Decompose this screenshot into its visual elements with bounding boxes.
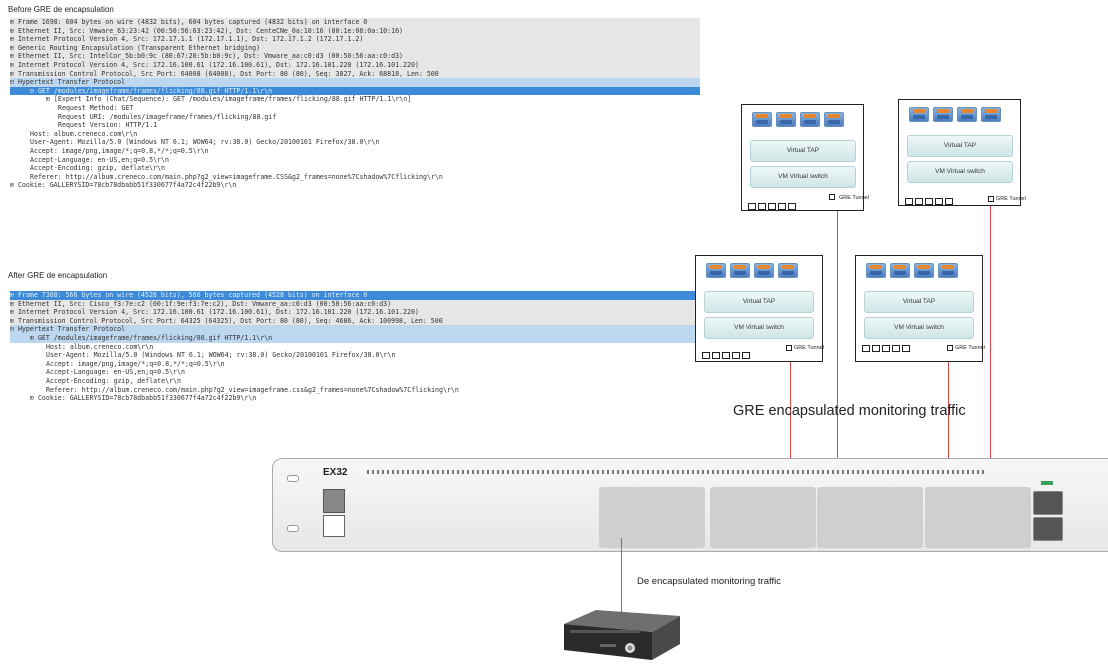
- packet-row[interactable]: Request URI: /modules/imageframe/frames/…: [58, 112, 277, 121]
- packet-row[interactable]: Request Version: HTTP/1.1: [58, 121, 158, 130]
- virtual-tap: Virtual TAP: [864, 291, 974, 313]
- before-title: Before GRE de encapsulation: [8, 5, 114, 14]
- packet-row[interactable]: Accept-Language: en-US,en;q=0.5\r\n: [46, 368, 185, 377]
- virtual-tap: Virtual TAP: [750, 140, 856, 162]
- vm-icon: [866, 263, 886, 278]
- vm-icon: [909, 107, 929, 122]
- packet-row[interactable]: ⊟ GET /modules/imageframe/frames/flickin…: [10, 86, 700, 96]
- vm-icon: [800, 112, 820, 127]
- gre-port: [786, 345, 792, 351]
- packet-row[interactable]: Host: album.creneco.com\r\n: [46, 342, 154, 351]
- packet-row[interactable]: ⊞ Transmission Control Protocol, Src Por…: [10, 69, 700, 79]
- gre-tunnel-label: GRE Tunnel: [839, 195, 869, 201]
- packet-row[interactable]: ⊟ Hypertext Transfer Protocol: [10, 325, 700, 334]
- host-2: Virtual TAP VM Virtual switch GRE Tunnel: [898, 99, 1026, 206]
- packet-row[interactable]: ⊞ Ethernet II, Src: Cisco_f3:7e:c2 (00:1…: [10, 299, 700, 309]
- packet-row[interactable]: ⊞ Frame 1698: 604 bytes on wire (4832 bi…: [10, 18, 700, 27]
- nic-ports: [748, 203, 796, 210]
- packet-row[interactable]: ⊞ Frame 7308: 566 bytes on wire (4528 bi…: [10, 291, 700, 300]
- vm-icon: [914, 263, 934, 278]
- packet-row[interactable]: ⊞ Generic Routing Encapsulation (Transpa…: [10, 43, 700, 53]
- packet-row[interactable]: ⊞ Ethernet II, Src: IntelCor_5b:b0:9c (8…: [10, 52, 700, 61]
- vm-virtual-switch: VM Virtual switch: [750, 166, 856, 188]
- vm-icon: [890, 263, 910, 278]
- port-group: [817, 487, 923, 548]
- gre-traffic-label: GRE encapsulated monitoring traffic: [733, 403, 966, 419]
- gre-port: [947, 345, 953, 351]
- packet-row[interactable]: User-Agent: Mozilla/5.0 (Windows NT 6.1;…: [46, 351, 396, 360]
- packet-row[interactable]: Host: album.creneco.com\r\n: [30, 129, 138, 138]
- gre-port: [829, 194, 835, 200]
- vm-icon: [957, 107, 977, 122]
- decap-traffic-label: De encapsulated monitoring traffic: [637, 576, 781, 587]
- console-port: [323, 489, 345, 513]
- before-packet-tree: ⊞ Frame 1698: 604 bytes on wire (4832 bi…: [10, 18, 700, 190]
- vm-virtual-switch: VM Virtual switch: [864, 317, 974, 339]
- vm-icon: [706, 263, 726, 278]
- packet-row[interactable]: ⊞ Transmission Control Protocol, Src Por…: [10, 316, 700, 326]
- gre-port: [988, 196, 994, 202]
- packet-row[interactable]: ⊞ [Expert Info (Chat/Sequence): GET /mod…: [46, 95, 412, 104]
- gre-link-line: [837, 211, 838, 496]
- packet-row[interactable]: Accept: image/png,image/*;q=0.8,*/*;q=0.…: [46, 359, 225, 368]
- monitoring-appliance-icon: [556, 608, 684, 665]
- uplink-port: [1033, 491, 1063, 515]
- vent-strip: [367, 470, 987, 474]
- nic-ports: [702, 352, 750, 359]
- vm-icon: [824, 112, 844, 127]
- vm-icon: [778, 263, 798, 278]
- vm-icon: [981, 107, 1001, 122]
- vm-virtual-switch: VM Virtual switch: [907, 161, 1013, 183]
- vm-virtual-switch: VM Virtual switch: [704, 317, 814, 339]
- nic-ports: [905, 198, 953, 205]
- vm-icon: [752, 112, 772, 127]
- vm-icon: [776, 112, 796, 127]
- packet-row[interactable]: ⊞ Internet Protocol Version 4, Src: 172.…: [10, 35, 700, 44]
- gre-tunnel-label: GRE Tunnel: [996, 196, 1026, 202]
- port-group: [710, 487, 816, 548]
- port-group: [599, 487, 705, 548]
- packet-row[interactable]: ⊞ Ethernet II, Src: Vmware_63:23:42 (00:…: [10, 26, 700, 36]
- virtual-tap: Virtual TAP: [907, 135, 1013, 157]
- packet-row[interactable]: User-Agent: Mozilla/5.0 (Windows NT 6.1;…: [30, 138, 380, 147]
- mount-hole: [287, 525, 299, 532]
- nic-ports: [862, 345, 910, 352]
- gre-tunnel-label: GRE Tunnel: [955, 345, 985, 351]
- packet-row[interactable]: ⊞ Cookie: GALLERYSID=78cb78dbabb51f33067…: [30, 394, 257, 403]
- management-port: [323, 515, 345, 537]
- gre-link-line: [790, 362, 791, 496]
- packet-row[interactable]: Accept-Encoding: gzip, deflate\r\n: [30, 164, 165, 173]
- gre-tunnel-label: GRE Tunnel: [794, 345, 824, 351]
- uplink-port: [1033, 517, 1063, 541]
- packet-row[interactable]: ⊞ Internet Protocol Version 4, Src: 172.…: [10, 308, 700, 317]
- packet-row[interactable]: Accept-Language: en-US,en;q=0.5\r\n: [30, 155, 169, 164]
- packet-row[interactable]: ⊟ Hypertext Transfer Protocol: [10, 78, 700, 87]
- gre-link-line: [990, 206, 991, 496]
- host-1: Virtual TAP VM Virtual switch GRE Tunnel: [741, 104, 869, 211]
- virtual-tap: Virtual TAP: [704, 291, 814, 313]
- after-packet-tree: ⊞ Frame 7308: 566 bytes on wire (4528 bi…: [10, 291, 700, 403]
- vm-icon: [754, 263, 774, 278]
- host-3: Virtual TAP VM Virtual switch GRE Tunnel: [695, 255, 824, 362]
- packet-row[interactable]: ⊞ GET /modules/imageframe/frames/flickin…: [10, 333, 700, 343]
- vm-icon: [938, 263, 958, 278]
- switch-chassis: EX32: [272, 458, 1108, 552]
- packet-row[interactable]: Request Method: GET: [58, 103, 134, 112]
- packet-row[interactable]: Accept-Encoding: gzip, deflate\r\n: [46, 376, 181, 385]
- packet-row[interactable]: ⊞ Cookie: GALLERYSID=78cb78dbabb51f33067…: [10, 181, 237, 190]
- uplink-status-led: [1041, 481, 1053, 485]
- packet-row[interactable]: Accept: image/png,image/*;q=0.8,*/*;q=0.…: [30, 146, 209, 155]
- switch-model-label: EX32: [323, 467, 348, 478]
- packet-row[interactable]: ⊞ Internet Protocol Version 4, Src: 172.…: [10, 60, 700, 70]
- gre-link-line: [948, 362, 949, 496]
- decap-link-line: [621, 538, 622, 616]
- vm-icon: [933, 107, 953, 122]
- vm-icon: [730, 263, 750, 278]
- port-group: [925, 487, 1031, 548]
- host-4: Virtual TAP VM Virtual switch GRE Tunnel: [855, 255, 985, 362]
- packet-row[interactable]: Referer: http://album.creneco.com/main.p…: [46, 385, 459, 394]
- mount-hole: [287, 475, 299, 482]
- packet-row[interactable]: Referer: http://album.creneco.com/main.p…: [30, 172, 443, 181]
- after-title: After GRE de encapsulation: [8, 271, 108, 280]
